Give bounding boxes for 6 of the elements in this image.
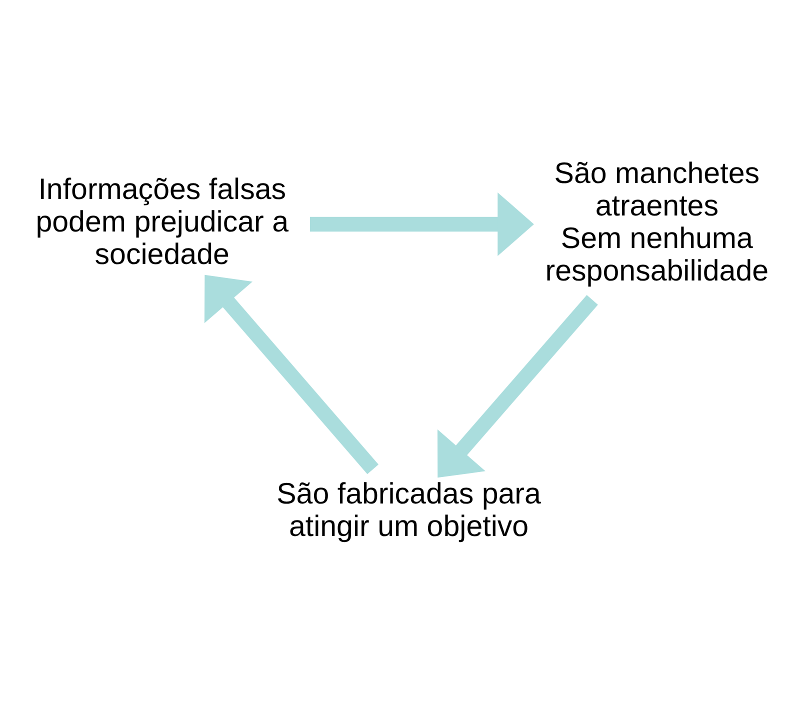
arrow (437, 295, 598, 478)
arrow (310, 192, 534, 256)
arrow (204, 274, 378, 474)
node-text: São manchetes atraentes Sem nenhuma responsabilidade (545, 156, 769, 288)
node-text: São fabricadas para atingir um objetivo (276, 477, 541, 543)
node-text: Informações falsas podem prejudicar a sociedade (36, 173, 289, 272)
